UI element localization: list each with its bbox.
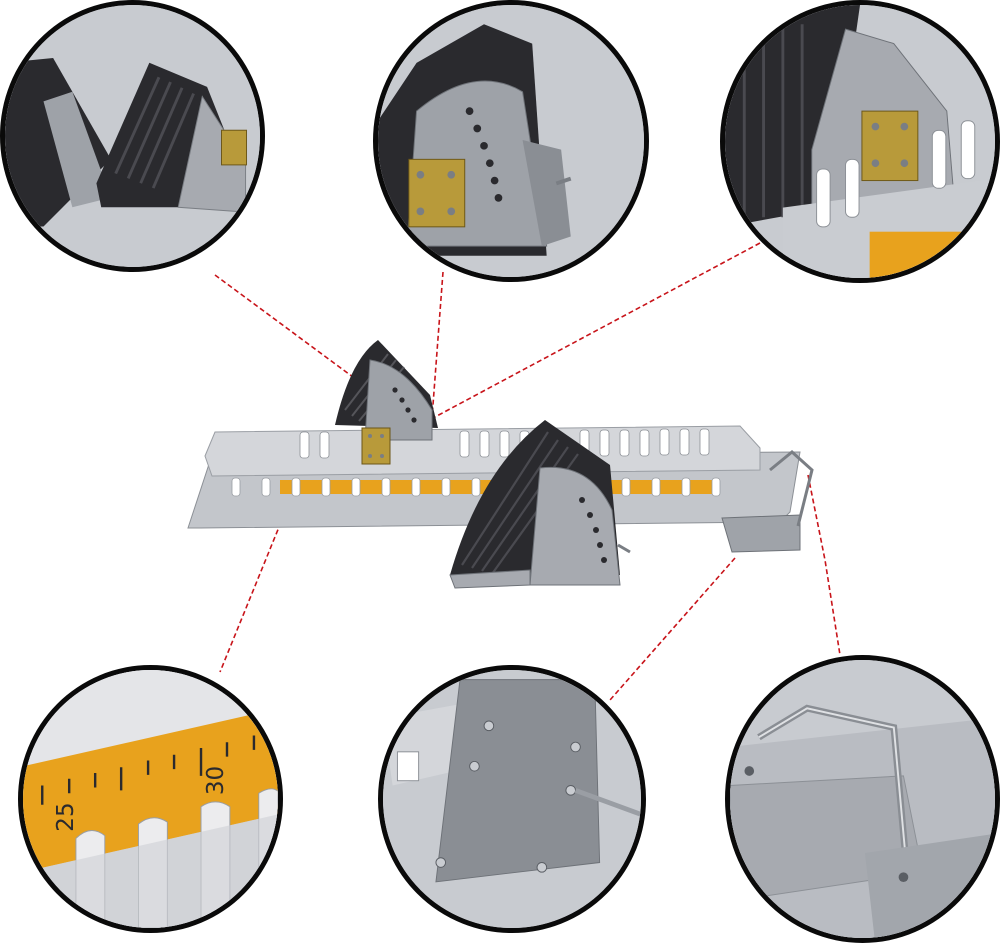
wire-handle xyxy=(769,450,814,527)
scale-label-30: 30 xyxy=(203,766,229,795)
back-pedal-plate xyxy=(361,427,391,465)
leader-line-rail xyxy=(391,242,761,441)
back-pedal xyxy=(335,340,438,465)
scale-label-25: 25 xyxy=(53,802,79,831)
leader-line-pedal-pair xyxy=(214,274,358,381)
callout-pedal-pair xyxy=(0,0,265,272)
leader-line-handle xyxy=(807,474,841,656)
end-plate xyxy=(721,514,801,553)
callout-notched-rail xyxy=(720,0,1000,283)
front-pedal xyxy=(449,420,631,589)
callout-measuring-scale: 25 30 xyxy=(18,665,283,933)
leader-line-scale xyxy=(219,499,291,673)
callout-wire-handle xyxy=(725,655,1000,943)
callout-spike-base-plate xyxy=(378,665,646,933)
callout-side-plate xyxy=(373,0,649,282)
leader-line-plate xyxy=(431,271,444,419)
